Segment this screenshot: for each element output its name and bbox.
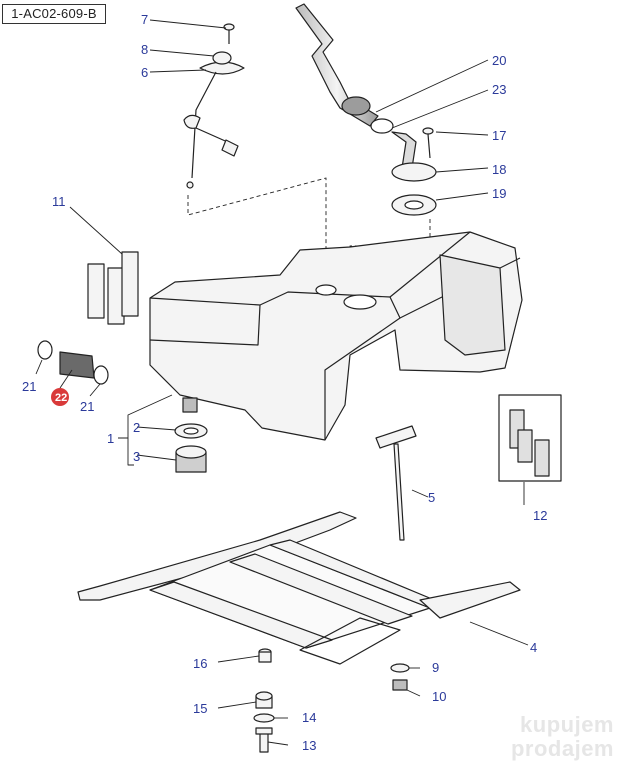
sealant-kit bbox=[498, 394, 562, 482]
callout-21a: 21 bbox=[22, 379, 36, 394]
mounting-frame bbox=[77, 511, 521, 665]
callout-5: 5 bbox=[428, 490, 435, 505]
foam-pads bbox=[87, 251, 139, 325]
filler-pipe bbox=[295, 3, 437, 216]
callout-21b: 21 bbox=[80, 399, 94, 414]
callout-13: 13 bbox=[302, 738, 316, 753]
reference-code: 1-AC02-609-B bbox=[2, 4, 106, 24]
callout-7: 7 bbox=[141, 12, 148, 27]
callout-23: 23 bbox=[492, 82, 506, 97]
fuel-sender-unit bbox=[183, 23, 245, 189]
callout-20: 20 bbox=[492, 53, 506, 68]
hardware bbox=[253, 648, 410, 753]
callout-16: 16 bbox=[193, 656, 207, 671]
callout-10: 10 bbox=[432, 689, 446, 704]
callout-15: 15 bbox=[193, 701, 207, 716]
callout-1: 1 bbox=[107, 431, 114, 446]
callout-19: 19 bbox=[492, 186, 506, 201]
leader-lines bbox=[35, 19, 529, 746]
fuel-tank bbox=[149, 231, 523, 441]
callout-2: 2 bbox=[133, 420, 140, 435]
highlight-marker bbox=[51, 388, 69, 406]
t-bolt bbox=[375, 425, 417, 541]
callout-17: 17 bbox=[492, 128, 506, 143]
drain-fittings bbox=[174, 397, 208, 473]
callout-numbers: 7 8 6 20 23 17 18 19 11 21 22 21 1 2 3 1… bbox=[22, 12, 547, 753]
watermark-line-1: kupujem bbox=[520, 712, 614, 737]
callout-9: 9 bbox=[432, 660, 439, 675]
callout-22: 22 bbox=[55, 392, 67, 404]
callout-3: 3 bbox=[133, 449, 140, 464]
callout-11: 11 bbox=[52, 194, 66, 209]
callout-18: 18 bbox=[492, 162, 506, 177]
callout-14: 14 bbox=[302, 710, 316, 725]
callout-8: 8 bbox=[141, 42, 148, 57]
callout-12: 12 bbox=[533, 508, 547, 523]
hose-and-clamps bbox=[37, 340, 109, 385]
callout-6: 6 bbox=[141, 65, 148, 80]
watermark-line-2: prodajem bbox=[510, 736, 614, 761]
callout-4: 4 bbox=[530, 640, 537, 655]
